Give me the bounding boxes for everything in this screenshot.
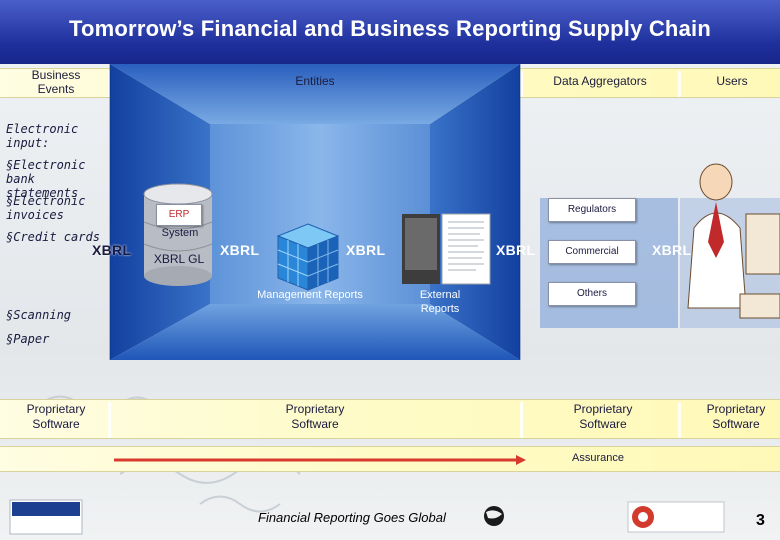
- erp-system-label: System: [161, 227, 199, 239]
- regulators-box: Regulators: [548, 198, 636, 222]
- proprietary-software-label: Proprietary Software: [706, 402, 766, 431]
- erp-label: ERP: [156, 204, 202, 226]
- data-cube-icon: [276, 223, 340, 291]
- input-item: §Credit cards: [6, 230, 100, 244]
- floor: [110, 304, 520, 360]
- proprietary-software-label: Proprietary Software: [573, 402, 633, 431]
- software-band: [0, 399, 780, 439]
- annual-report-icon: [402, 213, 491, 285]
- band-separator: [108, 402, 111, 438]
- supply-chain-room: [9, 64, 780, 535]
- commercial-box: Commercial: [548, 240, 636, 264]
- title-bar: Tomorrow’s Financial and Business Report…: [0, 0, 780, 64]
- xbrl-gl-label: XBRL GL: [153, 252, 205, 266]
- header-entities: Entities: [295, 74, 335, 88]
- footer-tagline: Financial Reporting Goes Global: [258, 510, 446, 525]
- page-number: 3: [756, 512, 765, 529]
- header-users: Users: [716, 74, 748, 88]
- band-separator: [678, 71, 681, 97]
- header-data-aggregators: Data Aggregators: [553, 74, 647, 88]
- input-item: §Electronic bank statements: [6, 158, 86, 200]
- external-reports-label: External Reports: [419, 289, 461, 315]
- globe-icon: [484, 506, 504, 526]
- management-reports-label: Management Reports: [257, 289, 363, 301]
- diagram-stage: Business Events Entities Data Aggregator…: [0, 64, 780, 540]
- page-title: Tomorrow’s Financial and Business Report…: [69, 16, 711, 41]
- iasc-logo: [627, 501, 725, 533]
- band-separator: [520, 402, 523, 438]
- xbrl-label: XBRL: [220, 242, 260, 258]
- band-separator: [678, 402, 681, 438]
- others-box: Others: [548, 282, 636, 306]
- xbrl-label: XBRL: [92, 242, 132, 258]
- band-separator: [520, 71, 523, 97]
- input-item: §Paper: [6, 332, 50, 346]
- xbrl-label: XBRL: [346, 242, 386, 258]
- xbrl-logo: [9, 499, 83, 535]
- electronic-input-heading: Electronic input:: [6, 122, 79, 150]
- input-item: §Electronic invoices: [6, 194, 86, 222]
- proprietary-software-label: Proprietary Software: [26, 402, 86, 431]
- ceiling: [110, 64, 520, 124]
- user-at-computer-icon: [687, 163, 780, 319]
- input-item: §Scanning: [6, 308, 72, 322]
- xbrl-label: XBRL: [652, 242, 692, 258]
- right-wall: [430, 64, 520, 360]
- proprietary-software-label: Proprietary Software: [285, 402, 345, 431]
- xbrl-label: XBRL: [496, 242, 536, 258]
- assurance-arrow: [114, 455, 526, 465]
- header-business-events: Business Events: [31, 68, 81, 96]
- assurance-label: Assurance: [572, 452, 624, 464]
